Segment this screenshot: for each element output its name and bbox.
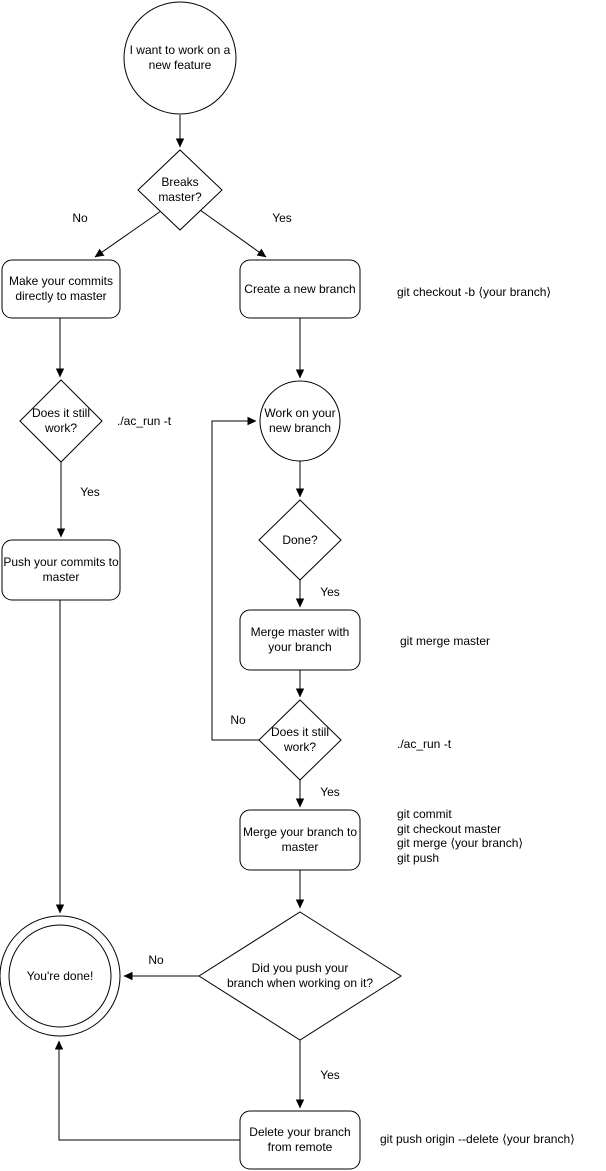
node-done-shape [258, 499, 342, 581]
edge-breaks-yes [199, 209, 267, 258]
node-create-branch-shape [239, 259, 361, 319]
node-delete-remote-shape [239, 1110, 361, 1170]
edge-stillwork-right-no-loop [211, 416, 259, 741]
node-still-work-left-shape [19, 379, 103, 463]
node-merge-master-shape [239, 609, 361, 671]
edge-delete-to-done-loop [54, 1040, 240, 1141]
node-push-commits-shape [1, 539, 121, 601]
node-merge-branch-shape [239, 809, 361, 871]
edge-breaks-no [94, 210, 162, 258]
node-did-push-shape [198, 911, 402, 1041]
node-start-shape [123, 1, 237, 115]
node-still-work-right-shape [258, 699, 342, 781]
node-make-commits-shape [1, 259, 121, 319]
node-breaks-master-shape [137, 149, 223, 231]
node-youre-done-inner-shape [8, 924, 112, 1028]
node-work-branch-shape [259, 380, 341, 462]
